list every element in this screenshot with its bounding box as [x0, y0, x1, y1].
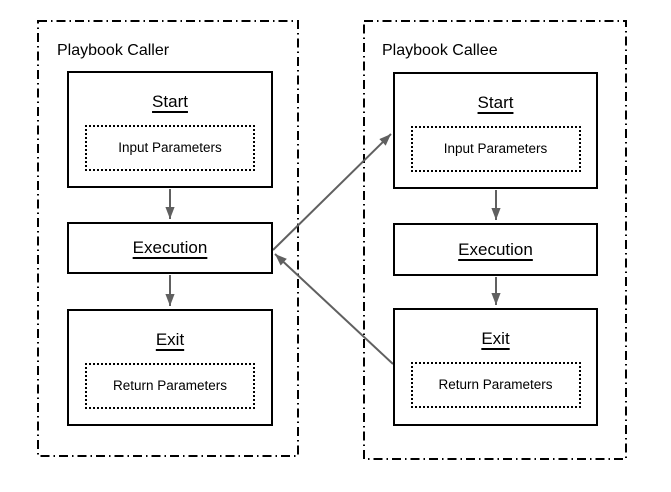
callee-exit-label: Exit: [481, 329, 510, 348]
caller-input-parameters-label: Input Parameters: [118, 140, 222, 155]
caller-input-parameters-box: Input Parameters: [85, 125, 255, 171]
callee-return-parameters-box: Return Parameters: [410, 362, 581, 408]
callee-container-title: Playbook Callee: [382, 42, 498, 59]
callee-input-parameters-box: Input Parameters: [410, 126, 581, 172]
caller-execution-node: Execution: [67, 222, 273, 274]
caller-container-border: [37, 20, 299, 457]
callee-container-border: [363, 20, 627, 460]
callee-start-node: Start Input Parameters: [393, 72, 598, 189]
caller-container-title: Playbook Caller: [57, 42, 170, 59]
caller-exit-label: Exit: [155, 330, 185, 349]
caller-execution-label: Execution: [132, 238, 208, 257]
caller-return-parameters-box: Return Parameters: [85, 363, 255, 409]
callee-input-parameters-label: Input Parameters: [443, 141, 548, 156]
caller-start-node: Start Input Parameters: [67, 71, 273, 188]
callee-exit-node: Exit Return Parameters: [393, 308, 598, 426]
caller-return-parameters-label: Return Parameters: [112, 378, 228, 393]
callee-execution-node: Execution: [393, 223, 598, 276]
caller-start-label: Start: [152, 92, 188, 111]
caller-exit-node: Exit Return Parameters: [67, 309, 273, 426]
callee-start-label: Start: [477, 93, 514, 112]
return-arrow-callee-exit-to-caller-execution: [274, 253, 394, 365]
call-arrow-caller-execution-to-callee-start: [272, 133, 392, 251]
callee-return-parameters-label: Return Parameters: [438, 377, 553, 392]
callee-execution-label: Execution: [458, 239, 533, 259]
